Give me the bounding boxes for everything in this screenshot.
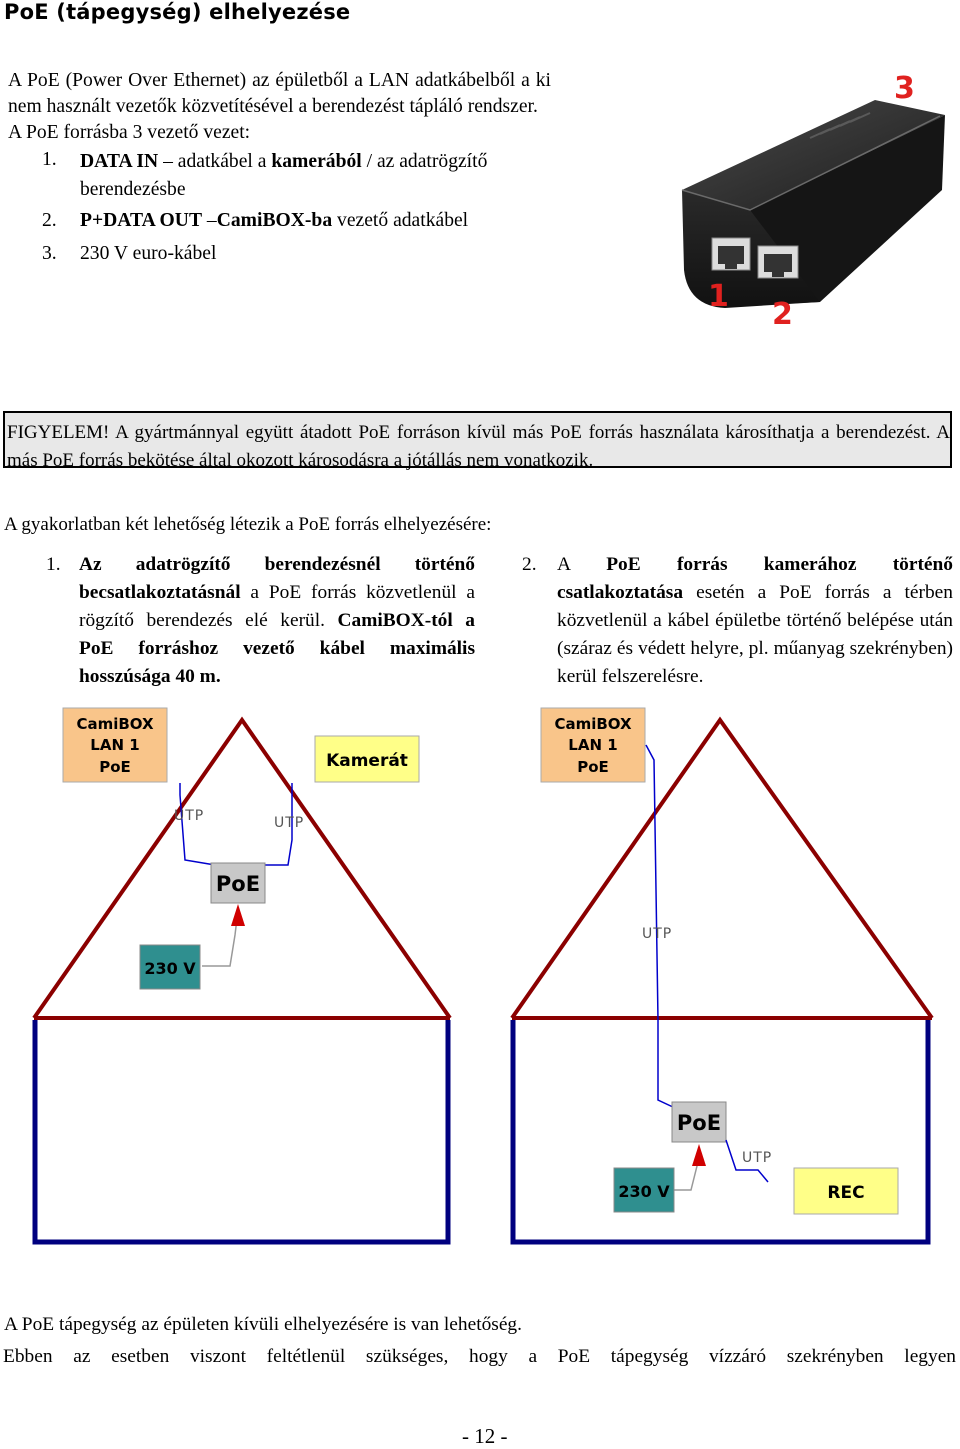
rec-box: REC: [793, 1167, 899, 1215]
svg-text:Kamerát: Kamerát: [326, 751, 408, 771]
arrow-icon: [231, 904, 245, 926]
power-box: 230 V: [139, 944, 201, 990]
poe-box: PoE: [671, 1101, 727, 1143]
warning-box: FIGYELEM! A gyártmánnyal együtt átadott …: [3, 411, 952, 471]
power-cable: [202, 909, 239, 967]
intro-section: A PoE (Power Over Ethernet) az épületből…: [8, 68, 551, 270]
outro-line-2: Ebben az esetben viszont feltétlenül szü…: [3, 1346, 956, 1367]
camibox-box: CamiBOX LAN 1 PoE: [540, 707, 646, 783]
svg-text:230 V: 230 V: [144, 959, 196, 978]
svg-text:UTP: UTP: [174, 808, 204, 824]
wall-line: [510, 1020, 931, 1245]
wall-line: [32, 1020, 451, 1245]
svg-text:UTP: UTP: [274, 815, 304, 831]
cable-list: 1. DATA IN – adatkábel a kamerából / az …: [8, 146, 551, 270]
svg-text:PoE: PoE: [99, 758, 131, 776]
svg-text:230 V: 230 V: [618, 1182, 670, 1201]
port-1: [711, 237, 751, 271]
svg-text:PoE: PoE: [677, 1111, 721, 1135]
marker-1: 1: [708, 279, 729, 314]
svg-text:LAN 1: LAN 1: [568, 736, 617, 754]
page-number: - 12 -: [462, 1424, 508, 1448]
svg-text:CamiBOX: CamiBOX: [76, 715, 154, 733]
roof-line: [510, 716, 934, 1020]
list-item: 1. DATA IN – adatkábel a kamerából / az …: [42, 149, 488, 200]
option-1: 1. Az adatrögzítő berendezésnél történő …: [46, 554, 475, 687]
svg-text:PoE: PoE: [577, 758, 609, 776]
port-2: [757, 245, 799, 279]
poe-device-image: 1 2 3: [681, 71, 945, 332]
outro-line-1: A PoE tápegység az épületen kívüli elhel…: [4, 1314, 522, 1335]
svg-text:LAN 1: LAN 1: [90, 736, 139, 754]
power-cable: [673, 1161, 699, 1191]
page-title: PoE (tápegység) elhelyezése: [4, 0, 351, 24]
svg-text:PoE: PoE: [216, 872, 260, 896]
svg-text:UTP: UTP: [742, 1150, 772, 1166]
svg-text:UTP: UTP: [642, 926, 672, 942]
marker-3: 3: [894, 71, 915, 106]
power-box: 230 V: [613, 1167, 675, 1213]
list-item: 2. P+DATA OUT –CamiBOX-ba vezető adatkáb…: [42, 210, 469, 231]
utp-cable: [179, 783, 216, 876]
poe-box: PoE: [210, 862, 266, 904]
camera-box: Kamerát: [314, 735, 420, 783]
marker-2: 2: [772, 297, 793, 332]
diagram-2: CamiBOX LAN 1 PoE UTP PoE 230 V UTP REC: [510, 707, 934, 1245]
svg-text:CamiBOX: CamiBOX: [554, 715, 632, 733]
utp-cable: [725, 1139, 769, 1183]
camibox-box: CamiBOX LAN 1 PoE: [62, 707, 168, 783]
svg-text:REC: REC: [827, 1183, 864, 1203]
option-2: 2. A PoE forrás kamerához történő csatla…: [522, 554, 953, 687]
list-item: 3. 230 V euro-kábel: [42, 243, 217, 264]
options-intro: A gyakorlatban két lehetőség létezik a P…: [4, 514, 492, 535]
diagram-1: CamiBOX LAN 1 PoE Kamerát UTP UTP PoE 23…: [32, 707, 452, 1245]
roof-line: [32, 716, 452, 1020]
arrow-icon: [692, 1144, 706, 1166]
intro-paragraph: A PoE (Power Over Ethernet) az épületből…: [8, 70, 551, 117]
intro-lead: A PoE forrásba 3 vezető vezet:: [8, 122, 251, 143]
